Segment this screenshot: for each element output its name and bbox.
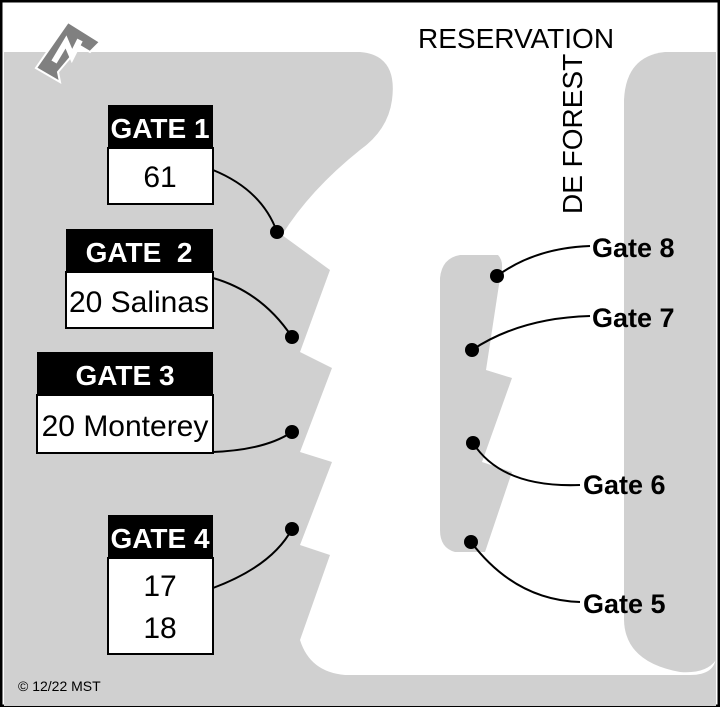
gate-7-label: Gate 7 — [592, 303, 675, 333]
gate-1-label: GATE 1 61 — [107, 105, 214, 205]
north-arrow-icon — [34, 20, 102, 84]
gate-2-marker — [285, 330, 299, 344]
gate-3-label: GATE 3 20 Monterey — [36, 352, 214, 454]
gate-6-label: Gate 6 — [583, 470, 666, 500]
gate-5-marker — [464, 535, 478, 549]
gate-1-marker — [270, 225, 284, 239]
median-island — [440, 255, 512, 552]
east-land-area — [624, 52, 716, 673]
gate-4-route-line-2: 18 — [143, 612, 176, 645]
copyright-notice: © 12/22 MST — [18, 678, 101, 694]
gate-6-leader — [472, 442, 581, 487]
gate-8-label: Gate 8 — [592, 233, 675, 263]
gate-8-leader — [496, 245, 591, 277]
gate-4-title: GATE 4 — [110, 523, 209, 554]
gate-1-title: GATE 1 — [110, 113, 209, 144]
gate-7-leader — [471, 315, 591, 351]
gate-2-leader — [212, 277, 293, 338]
gate-7-marker — [465, 343, 479, 357]
gate-4-leader — [212, 528, 293, 589]
gate-5-leader — [470, 541, 581, 603]
gate-2-title: GATE 2 — [86, 237, 193, 268]
street-label-de-forest: DE FOREST — [557, 54, 588, 214]
gate-3-route: 20 Monterey — [42, 410, 209, 443]
gate-3-title: GATE 3 — [75, 360, 174, 391]
gate-4-route-line-1: 17 — [143, 570, 176, 603]
street-label-reservation: RESERVATION — [418, 23, 614, 54]
gate-3-marker — [285, 425, 299, 439]
gate-6-marker — [466, 436, 480, 450]
gate-8-marker — [490, 269, 504, 283]
gate-4-label: GATE 4 17 18 — [107, 515, 214, 655]
gate-2-route: 20 Salinas — [69, 286, 209, 319]
gate-4-marker — [285, 522, 299, 536]
gate-1-route: 61 — [143, 161, 176, 194]
gate-2-label: GATE 2 20 Salinas — [65, 229, 214, 329]
gate-1-leader — [212, 169, 278, 233]
gate-5-label: Gate 5 — [583, 589, 666, 619]
